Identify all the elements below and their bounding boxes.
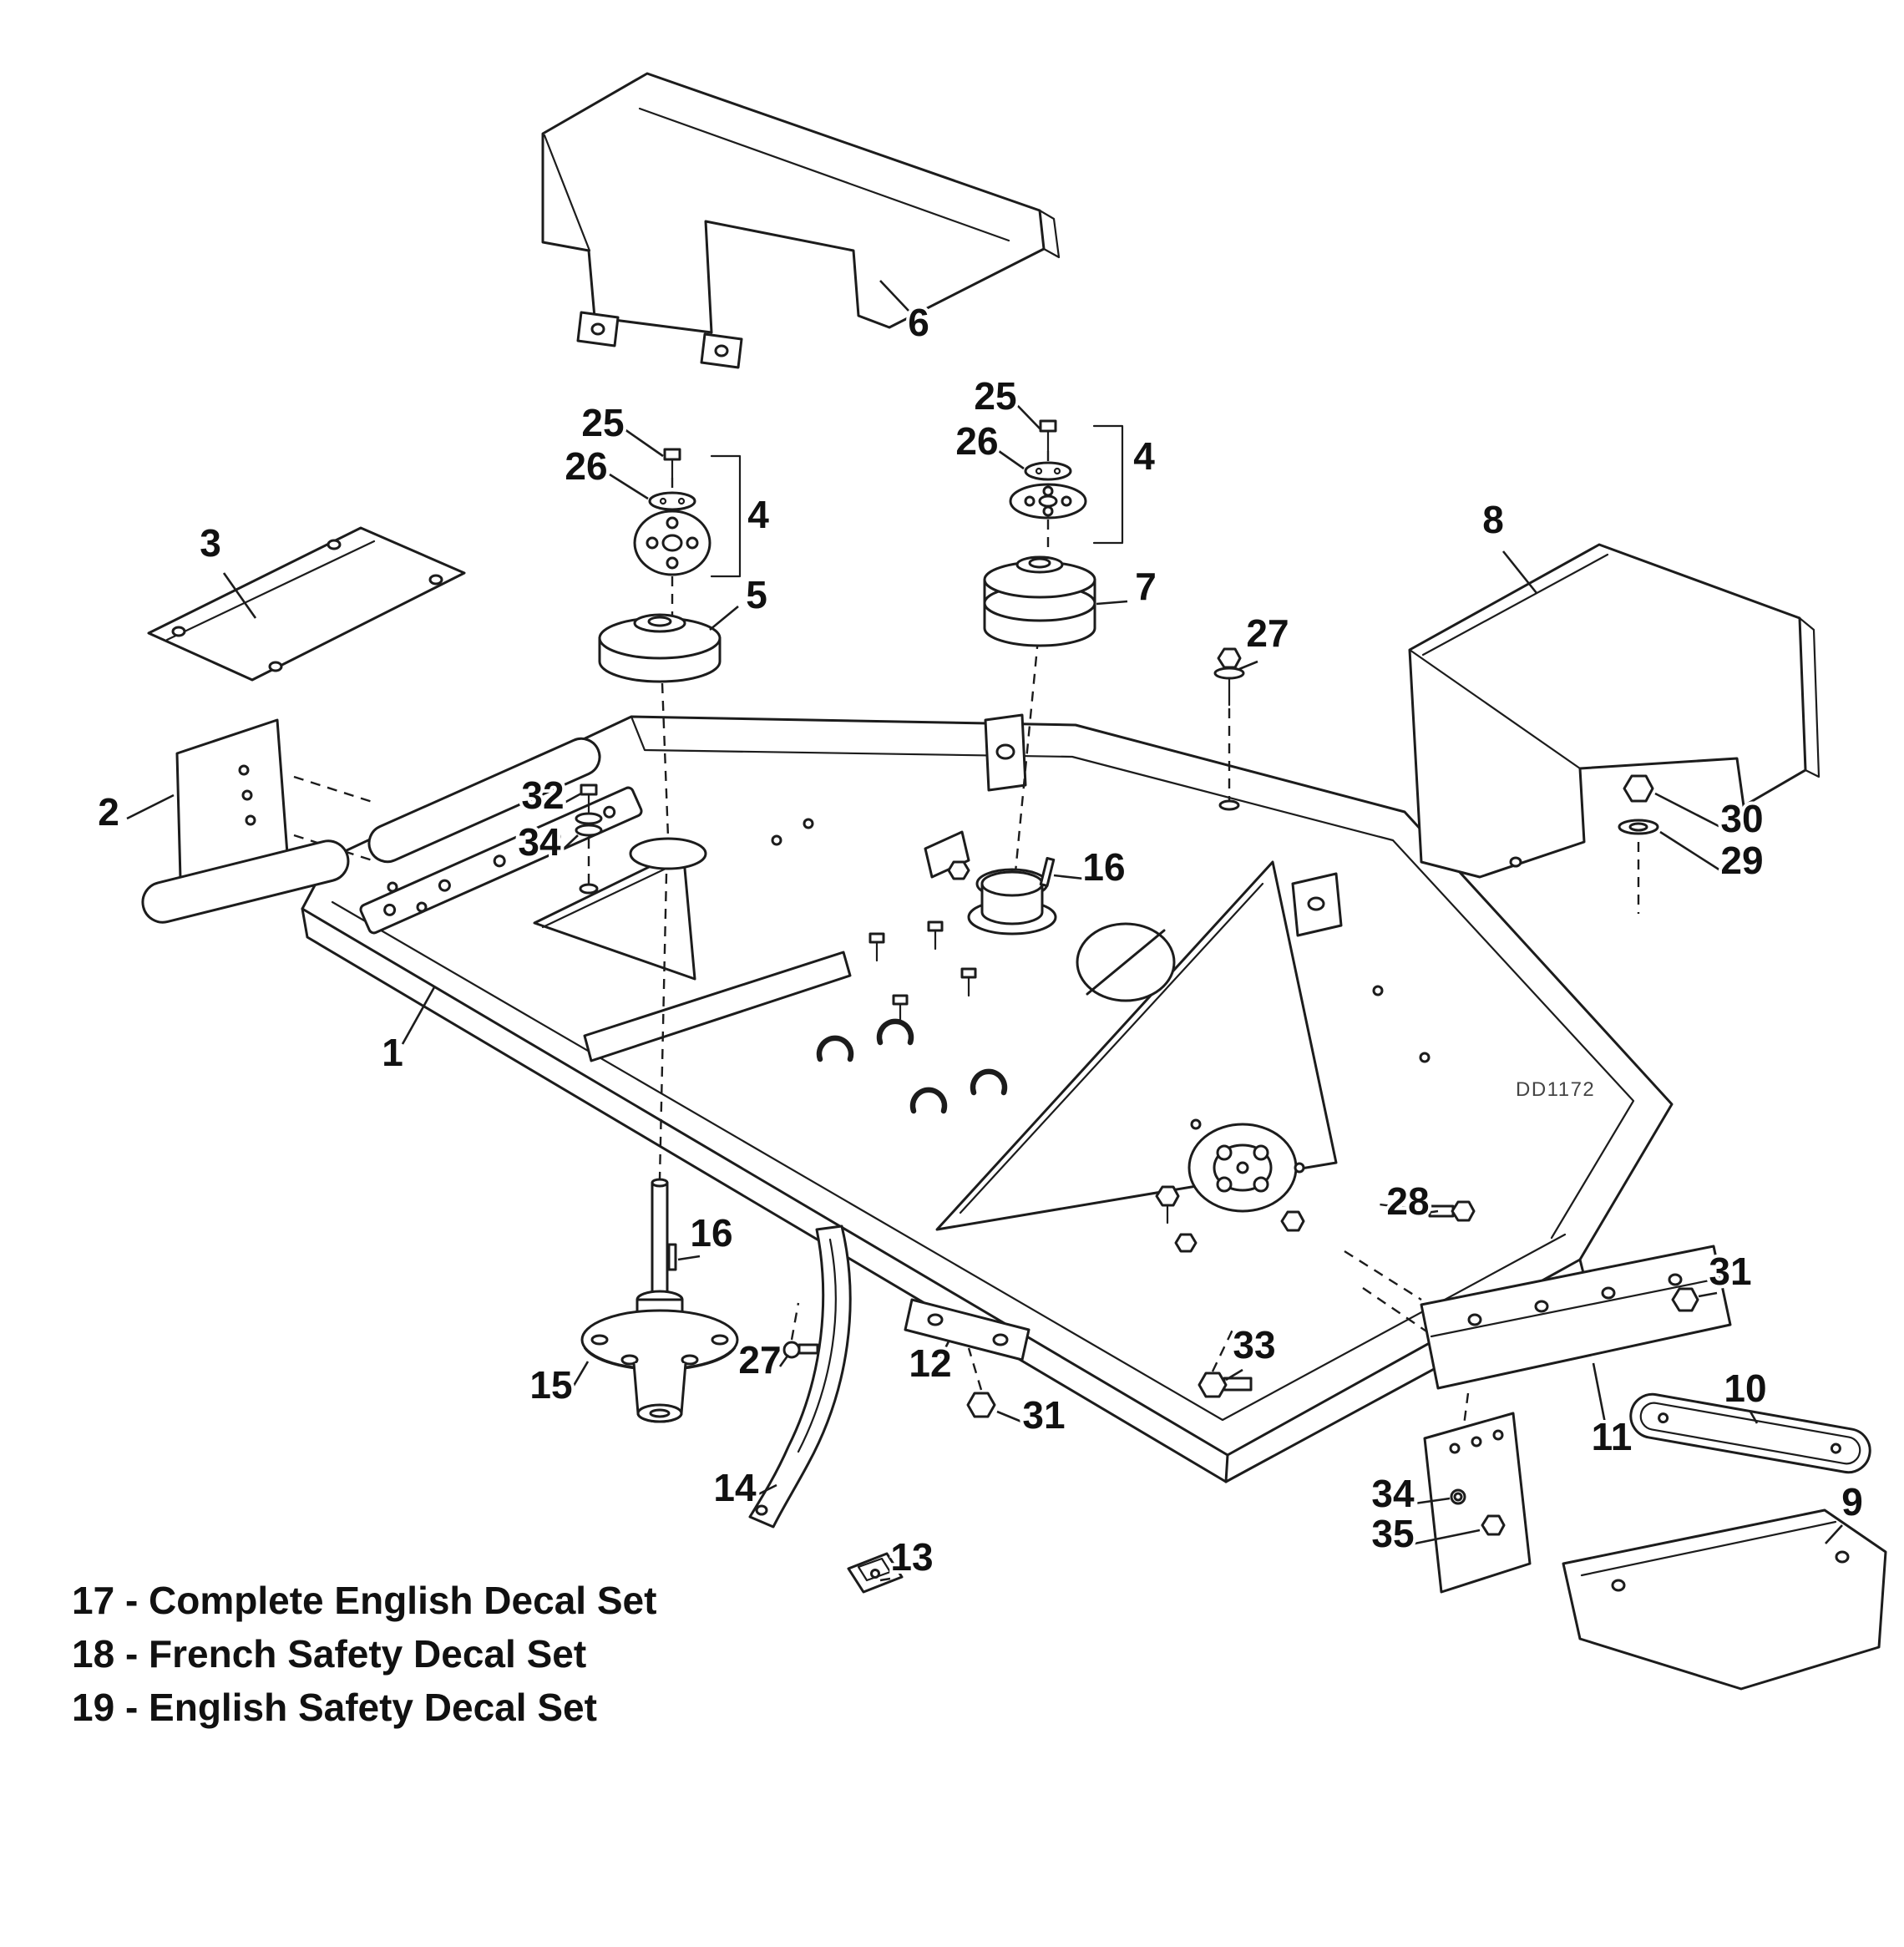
group-bracket-4-left: [710, 454, 742, 578]
spindle-top-hardware-left: [633, 448, 742, 578]
callout-35: 35: [1371, 1512, 1414, 1555]
belt-cover-right-part-8: [1408, 543, 1820, 879]
callout-34-lower: 34: [1371, 1472, 1415, 1515]
bolt-25-left: [663, 448, 681, 461]
callout-33: 33: [1233, 1323, 1275, 1366]
washer-26-left: [648, 491, 696, 511]
nut-part-30: [1623, 774, 1654, 803]
bolt-27-top: [1213, 647, 1245, 707]
callout-31-right: 31: [1709, 1250, 1751, 1293]
pulley-single-part-5: [598, 613, 722, 683]
mount-bar-part-12: [782, 1298, 1030, 1418]
callout-31-middle: 31: [1022, 1393, 1065, 1437]
callout-28: 28: [1386, 1179, 1429, 1223]
mower-deck-part-1: [301, 713, 1674, 1483]
washer-part-29: [1618, 819, 1659, 835]
bolt-32-washers-34: [575, 783, 603, 837]
callout-29: 29: [1720, 839, 1763, 882]
spindle-assembly-part-15: [580, 1178, 739, 1423]
callout-4-right: 4: [1133, 434, 1155, 478]
callout-6: 6: [908, 301, 929, 344]
mount-plate-34-35: [1423, 1412, 1532, 1594]
callout-10: 10: [1724, 1366, 1766, 1410]
cover-plate-part-9: [1562, 1508, 1887, 1691]
bolt-25-right: [1039, 419, 1057, 433]
clevis-pin-16-upper: [1039, 857, 1056, 887]
callout-26-right: 26: [955, 419, 998, 463]
callout-1: 1: [382, 1031, 403, 1074]
key-16-lower: [667, 1243, 677, 1271]
legend-item-19: 19 - English Safety Decal Set: [72, 1686, 597, 1729]
baffle-plate-part-3: [147, 526, 466, 682]
pulley-double-part-7: [983, 555, 1096, 647]
callout-labels: 6 25 26 4 25 26 4 3 8 5 7 27 2 32 34 30 …: [94, 297, 1866, 1582]
callout-25-left: 25: [581, 401, 624, 444]
bolt-27-lower: [782, 1341, 801, 1359]
nut-31-right: [1671, 1287, 1699, 1312]
callout-34-upper: 34: [518, 820, 561, 864]
callout-12: 12: [909, 1341, 951, 1385]
callout-16-lower: 16: [690, 1211, 732, 1255]
callout-27-lower: 27: [738, 1338, 781, 1382]
callout-32: 32: [521, 773, 564, 817]
bolt-33: [1198, 1372, 1253, 1398]
callout-4-left: 4: [747, 493, 769, 536]
callout-16-upper: 16: [1082, 845, 1125, 889]
legend-item-17: 17 - Complete English Decal Set: [72, 1579, 657, 1622]
drawing-code: DD1172: [1516, 1078, 1595, 1101]
clamp-part-13: [847, 1552, 904, 1594]
spindle-top-hardware-right: [1009, 419, 1124, 545]
legend: 17 - Complete English Decal Set 18 - Fre…: [72, 1574, 656, 1734]
nut-31-middle: [966, 1392, 996, 1418]
callout-2: 2: [98, 790, 119, 834]
leader-lines: [126, 280, 1843, 1582]
callout-5: 5: [746, 573, 767, 616]
skid-bracket-right-part-11: [1420, 1245, 1732, 1390]
callout-30: 30: [1720, 797, 1763, 840]
group-bracket-4-right: [1092, 424, 1124, 545]
discharge-baffle-part-14: [748, 1224, 852, 1529]
assembly-centerlines: [293, 451, 1687, 1432]
callout-8: 8: [1482, 498, 1504, 541]
callout-25-right: 25: [974, 374, 1016, 418]
skid-rail-part-10: [1629, 1392, 1871, 1474]
legend-item-18: 18 - French Safety Decal Set: [72, 1632, 587, 1676]
callout-14: 14: [713, 1466, 757, 1509]
washer-26-right: [1024, 461, 1072, 481]
nut-35: [1481, 1514, 1506, 1536]
skid-bracket-left-part-2: [141, 718, 350, 924]
callout-3: 3: [200, 521, 221, 565]
callout-9: 9: [1841, 1480, 1863, 1524]
callout-7: 7: [1135, 565, 1157, 608]
callout-15: 15: [529, 1363, 572, 1407]
callout-27-top: 27: [1246, 611, 1289, 655]
callout-13: 13: [890, 1535, 933, 1579]
belt-cover-left-part-6: [541, 72, 1061, 369]
bolt-28: [1428, 1200, 1476, 1222]
center-spindle-mount: [924, 830, 1057, 997]
callout-26-left: 26: [565, 444, 607, 488]
callout-11: 11: [1592, 1415, 1633, 1458]
